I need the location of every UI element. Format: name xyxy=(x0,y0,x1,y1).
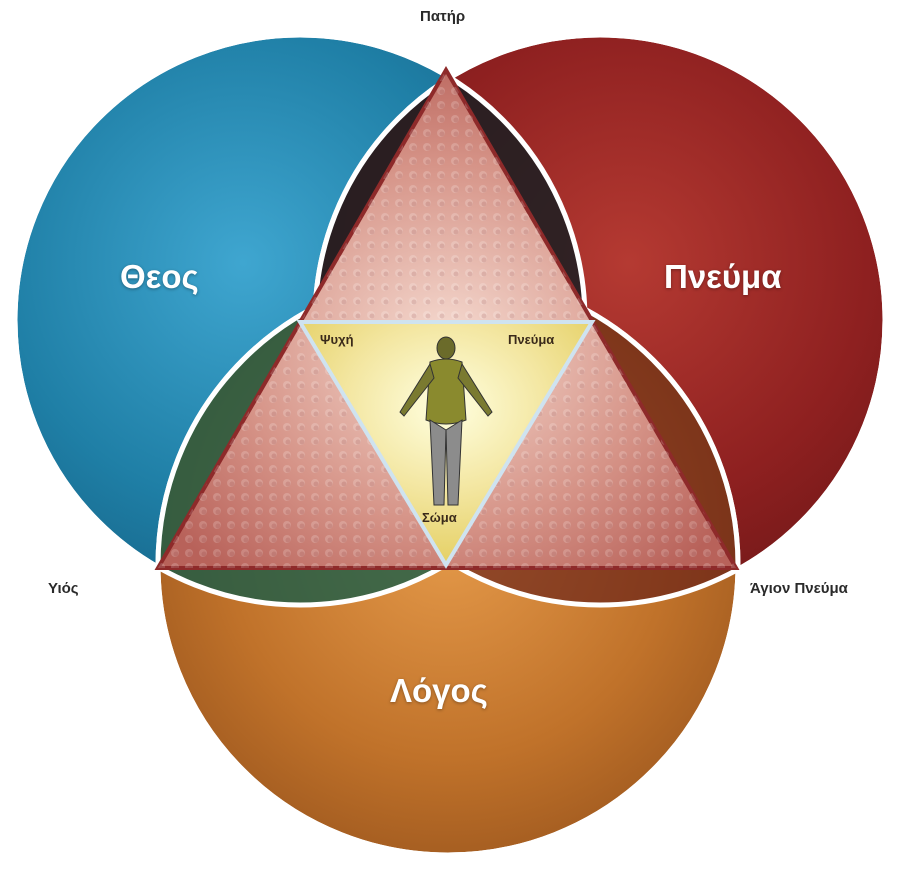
inner-label-psyche: Ψυχή xyxy=(320,332,354,347)
inner-label-soma: Σώμα xyxy=(422,510,457,525)
circle-label-theos: Θεος xyxy=(120,258,199,296)
vertex-label-top: Πατήρ xyxy=(420,8,465,25)
vertex-label-right: Άγιον Πνεύμα xyxy=(750,580,848,597)
vertex-label-left: Υιός xyxy=(48,580,79,597)
inner-label-pneuma: Πνεύμα xyxy=(508,332,554,347)
circle-label-pneuma: Πνεύμα xyxy=(664,258,782,296)
circle-label-logos: Λόγος xyxy=(390,672,488,710)
